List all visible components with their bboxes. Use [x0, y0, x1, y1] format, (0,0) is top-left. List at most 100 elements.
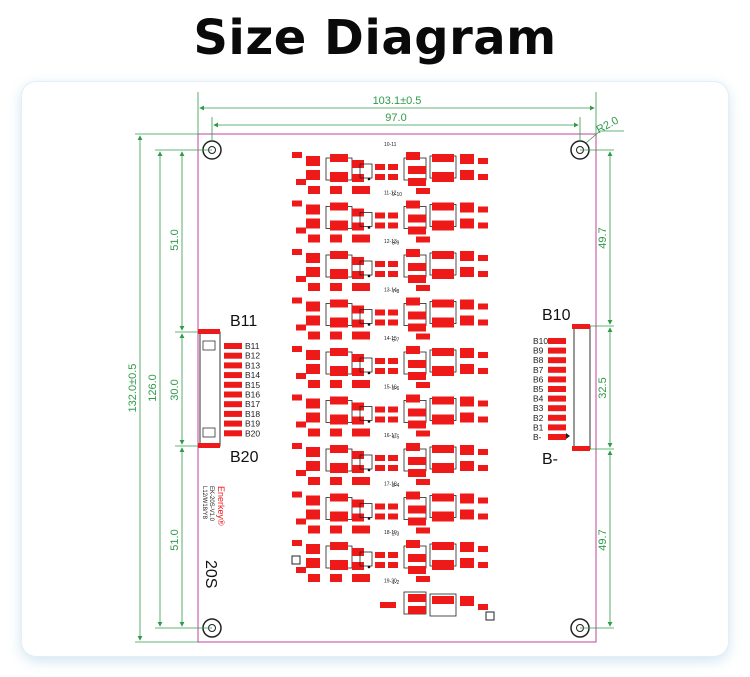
smd-pad — [330, 542, 348, 550]
smd-pad — [408, 420, 426, 429]
smd-pad — [306, 461, 320, 471]
dim-right-middle: 32.5 — [597, 377, 609, 398]
smd-pad — [460, 218, 474, 229]
smd-pad — [416, 527, 430, 534]
right-pin-pad — [548, 347, 566, 354]
ic-outline — [359, 551, 373, 567]
smd-pad — [432, 154, 454, 162]
smd-pad — [330, 493, 348, 502]
smd-pad — [306, 156, 320, 166]
smd-pad — [330, 560, 348, 570]
smd-pad — [330, 172, 348, 182]
smd-pad — [330, 477, 342, 485]
smd-pad — [388, 319, 398, 326]
cell-label-left: 10-11 — [384, 142, 397, 148]
right-pin-pad — [548, 395, 566, 402]
right-pin-label: B1 — [533, 422, 544, 432]
balance-channel-bottom — [291, 555, 495, 621]
smd-pad — [478, 352, 488, 358]
smd-pad — [416, 285, 430, 291]
balance-channel — [292, 200, 488, 243]
ic-outline — [359, 163, 373, 179]
left-pin-pad — [224, 343, 242, 349]
smd-pad — [352, 257, 364, 265]
smd-pad — [352, 477, 370, 485]
smd-pad — [352, 368, 364, 376]
smd-pad — [375, 261, 385, 267]
smd-pad — [408, 372, 426, 380]
smd-pad — [306, 301, 320, 312]
smd-pad — [352, 402, 364, 411]
smd-pad — [352, 305, 364, 314]
left-pin-label: B15 — [245, 380, 260, 390]
right-pin-pad — [548, 424, 566, 431]
right-pin-label: B5 — [533, 384, 544, 394]
balance-channel — [292, 394, 488, 437]
smd-pad — [478, 497, 488, 504]
smd-pad — [408, 323, 426, 332]
ic-outline — [359, 454, 373, 470]
smd-pad — [375, 416, 385, 423]
smd-pad — [432, 396, 454, 405]
ic-outline — [359, 503, 373, 518]
smd-pad — [352, 499, 364, 508]
smd-pad — [432, 202, 454, 211]
dim-right-bottom: 49.7 — [597, 529, 609, 550]
smd-pad — [460, 251, 474, 261]
silkscreen-model: EK-20S-V1.0 — [208, 486, 214, 522]
smd-pad — [306, 170, 320, 180]
cell-label-right: 1-2 — [392, 580, 399, 586]
dim-overall-height: 132.0±0.5 — [127, 364, 139, 413]
smd-pad — [296, 421, 306, 428]
smd-pad — [330, 317, 348, 328]
balance-channel — [292, 297, 488, 340]
smd-pad — [330, 574, 342, 582]
right-pin-label: B3 — [533, 403, 544, 413]
ic-outline — [359, 260, 373, 276]
cell-label-left: 18-19 — [384, 530, 397, 536]
smd-pad — [478, 449, 488, 455]
left-pin-pad — [224, 420, 242, 427]
dim-left-top: 51.0 — [169, 229, 181, 250]
smd-pad — [416, 576, 430, 582]
dimension-lines-left — [135, 133, 218, 643]
smd-pad — [432, 251, 454, 259]
balance-channel — [292, 152, 488, 194]
smd-pad — [478, 416, 488, 423]
left-pin-pad — [224, 372, 242, 379]
balance-channel — [292, 346, 488, 388]
smd-pad — [408, 214, 426, 223]
smd-pad — [478, 255, 488, 261]
dimension-lines-top — [197, 92, 624, 144]
smd-pad — [478, 174, 488, 180]
right-pin-label: B8 — [533, 355, 544, 365]
smd-pad — [416, 430, 430, 437]
pin1-dot — [367, 371, 371, 375]
smd-pad — [406, 152, 420, 160]
pin1-dot — [367, 177, 371, 181]
smd-pad — [408, 505, 426, 514]
smd-pad — [375, 368, 385, 374]
cell-label-right: 6-7 — [392, 338, 399, 344]
smd-pad — [432, 269, 454, 279]
smd-pad — [460, 364, 474, 374]
smd-pad — [292, 297, 302, 304]
left-connector-bottom-label: B20 — [230, 449, 259, 466]
smd-pad — [330, 299, 348, 308]
smd-pad — [306, 204, 320, 215]
smd-pad — [352, 222, 364, 231]
smd-pad — [352, 380, 370, 388]
smd-pad — [408, 408, 426, 417]
smd-pad — [432, 220, 454, 231]
smd-pad — [406, 249, 420, 257]
smd-pad — [306, 364, 320, 374]
smd-pad — [292, 200, 302, 207]
cell-label-left: 16-17 — [384, 433, 397, 439]
right-pin-label: B9 — [533, 346, 544, 356]
smd-pad — [330, 445, 348, 453]
component-outline — [485, 611, 495, 621]
left-pin-pad — [224, 410, 242, 417]
smd-pad — [478, 271, 488, 277]
smd-pad — [352, 465, 364, 473]
